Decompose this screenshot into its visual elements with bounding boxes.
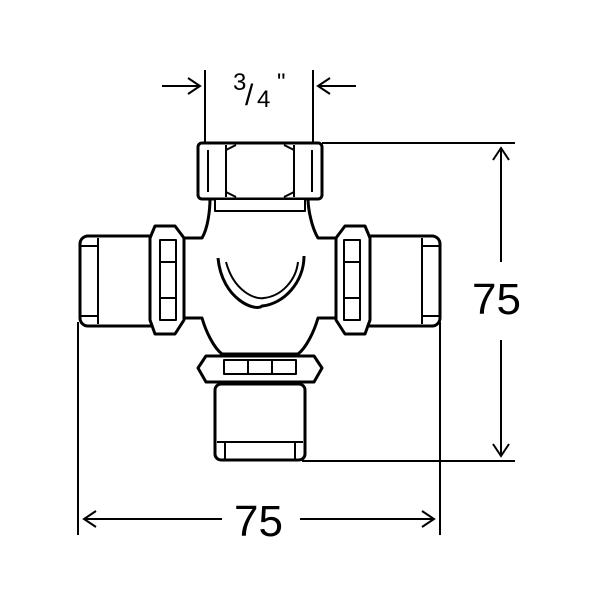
height-value: 75 xyxy=(472,275,521,324)
seat-arc xyxy=(216,255,306,309)
left-pipe xyxy=(78,234,160,328)
fitting-body xyxy=(176,196,344,356)
height-dimension: 75 xyxy=(302,142,521,462)
seat-arc-inner xyxy=(225,261,299,300)
thread-size-dimension: 3 / 4 " xyxy=(162,69,356,142)
fitting xyxy=(78,141,442,462)
right-pipe xyxy=(360,234,442,328)
thread-size-slash: / xyxy=(245,79,254,112)
thread-size-numerator: 3 xyxy=(233,69,246,96)
width-value: 75 xyxy=(234,497,283,546)
bottom-pipe xyxy=(213,382,307,462)
thread-size-denominator: 4 xyxy=(257,86,270,113)
width-dimension: 75 xyxy=(77,322,441,546)
thread-size-inch-mark: " xyxy=(277,69,286,96)
hex-nut xyxy=(196,141,324,201)
